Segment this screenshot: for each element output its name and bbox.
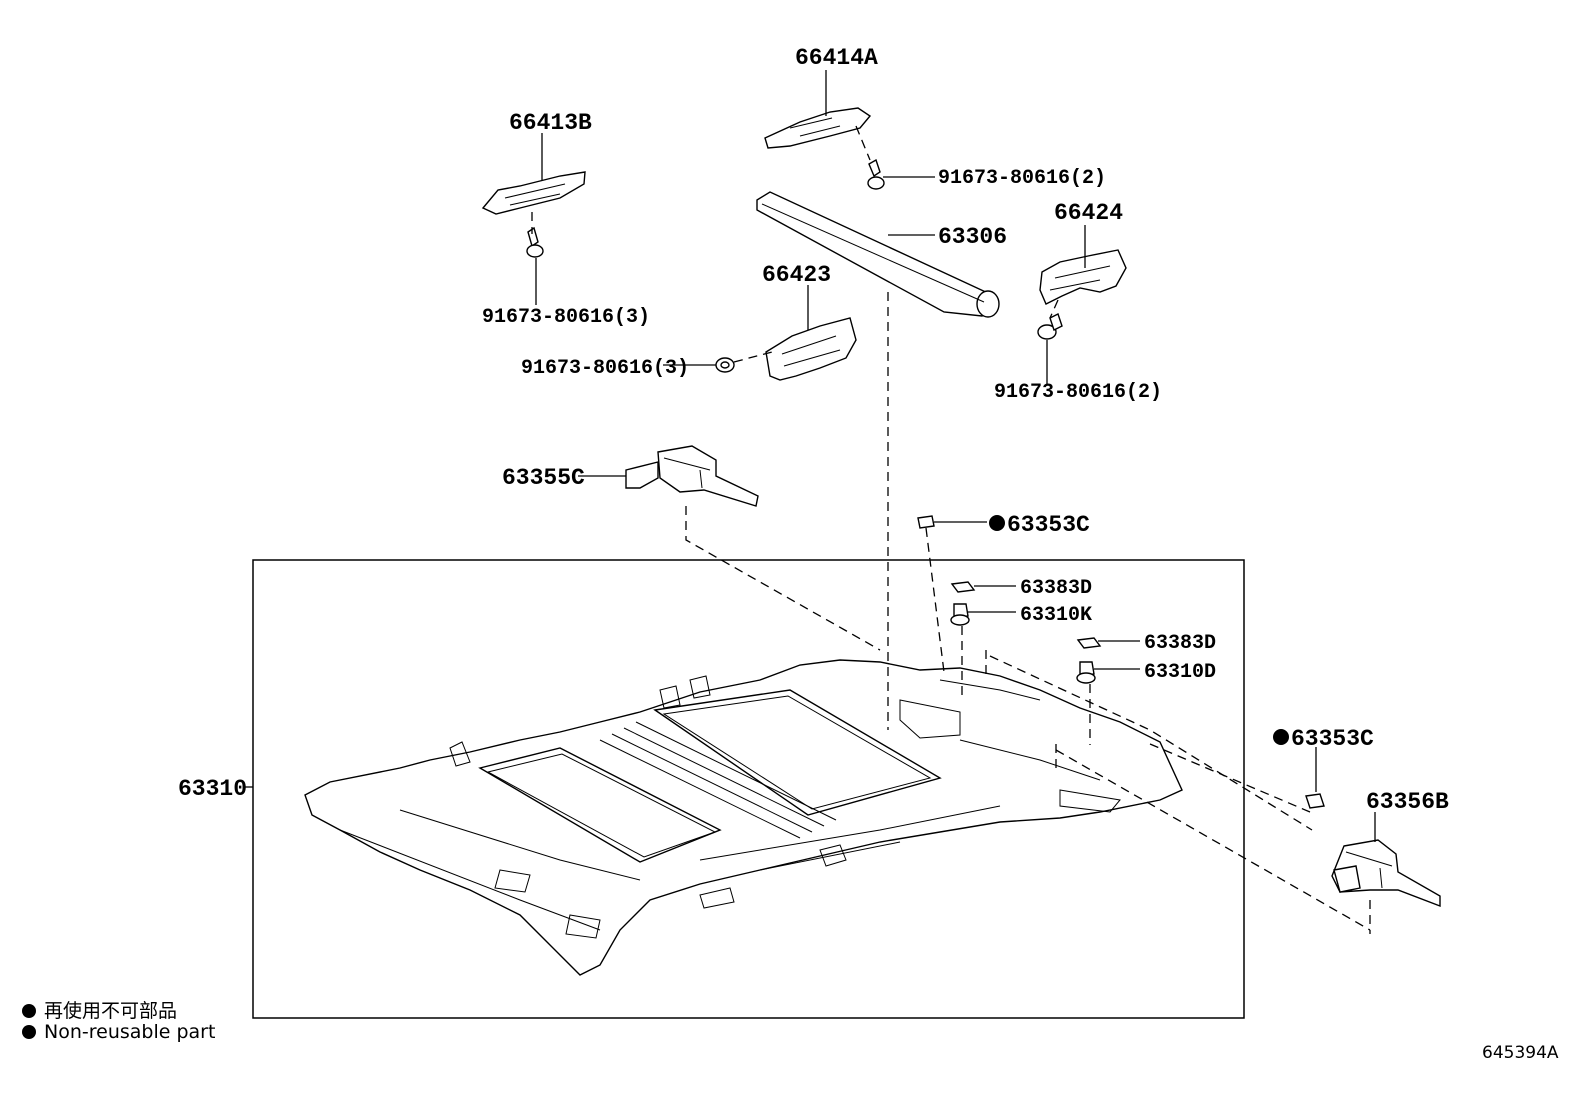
label-91673-mid: 91673-80616(3)	[521, 357, 689, 380]
label-63353C-upper: 63353C	[1007, 512, 1090, 538]
screw-91673-top[interactable]	[867, 158, 885, 190]
label-91673-top: 91673-80616(2)	[938, 167, 1106, 190]
label-91673-right: 91673-80616(2)	[994, 381, 1162, 404]
legend-english: Non-reusable part	[22, 1021, 215, 1043]
fastener-63310D[interactable]	[1076, 661, 1096, 684]
legend-jp-text: 再使用不可部品	[44, 1000, 178, 1022]
bracket-66423[interactable]	[765, 317, 857, 381]
pad-63356B[interactable]	[1331, 839, 1441, 908]
label-63353C-lower: 63353C	[1291, 726, 1374, 752]
tape-63383D-left[interactable]	[950, 581, 976, 593]
label-66423: 66423	[762, 262, 831, 288]
legend-en-text: Non-reusable part	[44, 1021, 216, 1043]
label-63383D-right: 63383D	[1144, 632, 1216, 655]
label-63356B: 63356B	[1366, 789, 1449, 815]
bracket-66414A[interactable]	[764, 107, 872, 149]
leader-lines	[244, 70, 1376, 842]
label-66413B: 66413B	[509, 110, 592, 136]
non-reusable-marker-lower	[1273, 729, 1289, 745]
pad-63355C[interactable]	[625, 445, 759, 507]
label-63355C: 63355C	[502, 465, 585, 491]
bracket-66424[interactable]	[1039, 249, 1127, 305]
screw-91673-left[interactable]	[526, 226, 544, 258]
label-66424: 66424	[1054, 200, 1123, 226]
label-66414A: 66414A	[795, 45, 878, 71]
diagram-id: 645394A	[1482, 1043, 1559, 1063]
tape-63383D-right[interactable]	[1076, 637, 1102, 649]
label-63310: 63310	[178, 776, 247, 802]
legend-japanese: 再使用不可部品	[22, 996, 177, 1023]
fastener-63310K[interactable]	[950, 603, 970, 626]
clip-63353C-lower[interactable]	[1305, 793, 1325, 809]
non-reusable-marker-upper	[989, 515, 1005, 531]
bullet-icon	[22, 1004, 36, 1018]
label-63310D: 63310D	[1144, 661, 1216, 684]
clip-63353C-upper[interactable]	[917, 515, 935, 529]
label-91673-left: 91673-80616(3)	[482, 306, 650, 329]
bracket-66413B[interactable]	[481, 171, 586, 215]
label-63310K: 63310K	[1020, 604, 1092, 627]
headliner-enclosure-box	[252, 559, 1245, 1019]
screw-91673-mid[interactable]	[715, 357, 735, 373]
sunshade-rod-63306[interactable]	[756, 191, 1000, 318]
screw-91673-right[interactable]	[1037, 313, 1063, 340]
headliner-assembly-63310[interactable]	[304, 659, 1183, 976]
label-63306: 63306	[938, 224, 1007, 250]
bullet-icon	[22, 1025, 36, 1039]
label-63383D-left: 63383D	[1020, 577, 1092, 600]
assembly-dash-lines	[531, 125, 1371, 934]
